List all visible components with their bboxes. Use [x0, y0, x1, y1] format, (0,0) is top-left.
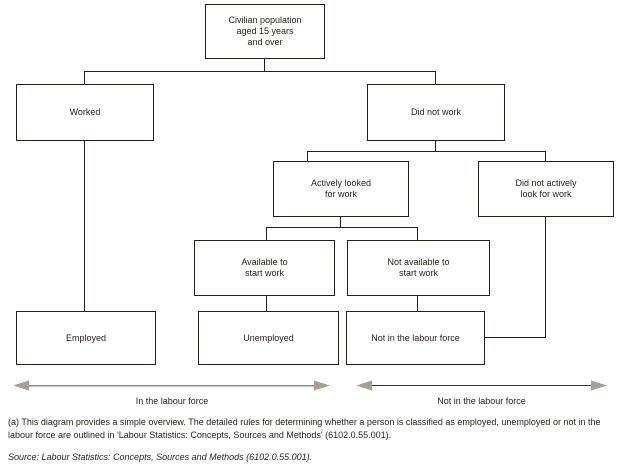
not-in-labour-force-arrowhead-right — [591, 380, 607, 391]
in-labour-force-arrowhead-right — [314, 380, 330, 391]
node-label: Did not work — [410, 107, 462, 117]
edge-didnotactively-notinlf — [483, 215, 546, 338]
node-did-not-work: Did not work — [367, 84, 505, 141]
node-label: Did not actively look for work — [515, 178, 577, 199]
node-worked: Worked — [16, 84, 154, 141]
node-not-in-the-labour-force: Not in the labour force — [346, 311, 485, 365]
node-label: Unemployed — [243, 332, 294, 343]
node-label: Worked — [69, 107, 101, 117]
node-label: Actively looked for work — [310, 178, 372, 199]
node-civilian-population: Civilian population aged 15 years and ov… — [205, 4, 325, 59]
node-not-available-to-start-work: Not available to start work — [347, 240, 490, 296]
node-label: Available to start work — [241, 257, 288, 278]
not-in-labour-force-span-label: Not in the labour force — [437, 396, 526, 406]
node-actively-looked-for-work: Actively looked for work — [273, 161, 409, 217]
node-label: Not in the labour force — [371, 332, 460, 343]
in-labour-force-arrowhead-left — [13, 380, 29, 391]
node-unemployed: Unemployed — [198, 311, 339, 365]
edge-civilian-split — [84, 57, 436, 84]
node-label: Civilian population aged 15 years and ov… — [228, 15, 302, 47]
footnote-text: (a) This diagram provides a simple overv… — [8, 417, 601, 440]
node-available-to-start-work: Available to start work — [194, 240, 335, 296]
in-labour-force-span-label: In the labour force — [135, 396, 209, 406]
edge-didnotwork-split — [307, 139, 546, 161]
source-text: Source: Labour Statistics: Concepts, Sou… — [8, 452, 313, 462]
node-did-not-actively-look: Did not actively look for work — [478, 161, 614, 217]
node-label: Employed — [65, 332, 107, 343]
node-employed: Employed — [16, 311, 156, 365]
not-in-labour-force-arrowhead-left — [356, 380, 372, 391]
node-label: Not available to start work — [387, 257, 450, 278]
edge-activelylooked-split — [266, 215, 418, 240]
